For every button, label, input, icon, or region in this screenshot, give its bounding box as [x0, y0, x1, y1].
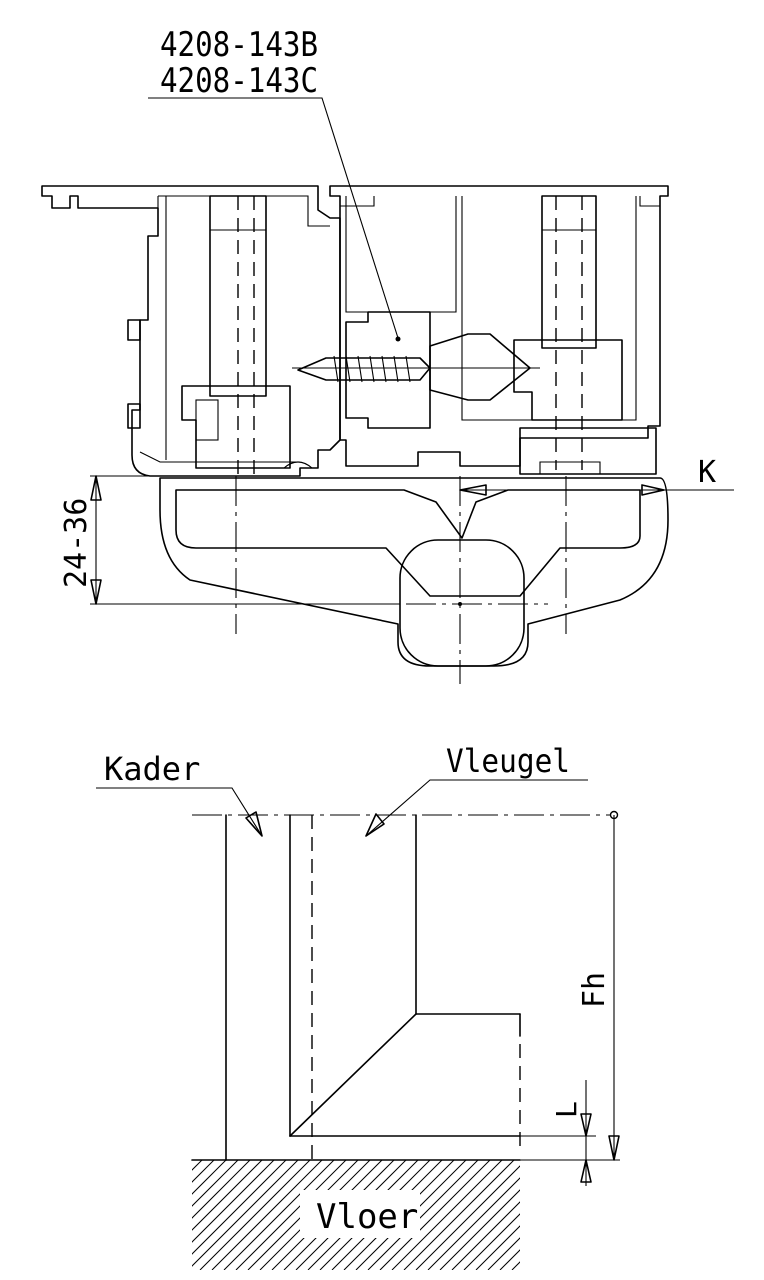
- hatch-line: [632, 1160, 742, 1270]
- left-frame-inner: [139, 195, 330, 463]
- hatch-line: [620, 1160, 730, 1270]
- part-number-c: 4208-143C: [160, 61, 318, 101]
- hatch-line: [487, 1237, 520, 1270]
- hatch-line: [192, 1160, 299, 1267]
- hatch-line: [192, 1160, 215, 1183]
- label-kader: Kader: [104, 750, 200, 788]
- hatch-line: [560, 1160, 670, 1270]
- clip-block: [345, 311, 431, 429]
- hatch-line: [192, 1160, 263, 1231]
- hatch-line: [427, 1177, 520, 1270]
- hatch-line: [463, 1213, 520, 1270]
- sill-diagram: Kader Vleugel Fh L: [80, 742, 742, 1270]
- screw-head-cone: [429, 333, 531, 401]
- hatch-line: [223, 1160, 335, 1270]
- hatch-line: [596, 1160, 706, 1270]
- center-wheel: [399, 539, 525, 667]
- dim-24-36-label: 24-36: [59, 498, 94, 588]
- floor-label-bg: [300, 1190, 420, 1238]
- part-number-b: 4208-143B: [160, 25, 318, 65]
- hatch-line: [451, 1201, 520, 1270]
- hatch-line: [499, 1249, 520, 1270]
- hatch-line: [235, 1160, 347, 1270]
- label-fh: Fh: [577, 972, 612, 1008]
- sill-cover-inner: [175, 489, 641, 597]
- hatch-line: [192, 1160, 203, 1171]
- label-l: L: [550, 1101, 583, 1118]
- hatch-line: [511, 1261, 520, 1270]
- hatch-line: [439, 1189, 520, 1270]
- vleugel-leader: [365, 779, 588, 837]
- hatch-line: [192, 1160, 287, 1255]
- label-vleugel: Vleugel: [446, 742, 570, 780]
- hatch-line: [192, 1160, 251, 1219]
- right-sash-profile: [329, 185, 669, 467]
- part-leader-dot: [395, 336, 401, 342]
- hatch-line: [524, 1160, 634, 1270]
- sill-cover: [159, 477, 669, 667]
- left-frame-profile: [41, 185, 341, 477]
- left-bracket-inner: [195, 399, 219, 441]
- hatch-line: [192, 1160, 275, 1243]
- screw-body: [297, 357, 431, 381]
- hatch-line: [211, 1160, 323, 1270]
- left-frame-small-hooks: [127, 319, 141, 429]
- label-vloer: Vloer: [316, 1197, 418, 1237]
- hatch-line: [391, 1160, 503, 1270]
- hatch-line: [536, 1160, 646, 1270]
- hatch-line: [584, 1160, 694, 1270]
- left-bracket: [181, 385, 291, 469]
- hatch-line: [192, 1160, 239, 1207]
- hatch-line: [415, 1165, 520, 1270]
- right-lower-block: [519, 427, 657, 475]
- hatch-line: [608, 1160, 718, 1270]
- right-bracket: [513, 339, 623, 421]
- hatch-line: [192, 1160, 227, 1195]
- hatch-line: [379, 1160, 491, 1270]
- part-leader-line: [148, 97, 399, 339]
- label-k: K: [698, 455, 716, 490]
- hatch-line: [572, 1160, 682, 1270]
- hatch-line: [475, 1225, 520, 1270]
- hatch-line: [403, 1160, 515, 1270]
- screw-thread: [333, 355, 411, 383]
- hatch-line: [199, 1160, 311, 1270]
- right-post: [541, 195, 597, 349]
- hatch-line: [367, 1160, 479, 1270]
- hatch-line: [80, 1160, 190, 1270]
- profile-section: 4208-143B 4208-143C: [41, 25, 734, 684]
- kader-leader: [96, 787, 263, 837]
- hatch-line: [548, 1160, 658, 1270]
